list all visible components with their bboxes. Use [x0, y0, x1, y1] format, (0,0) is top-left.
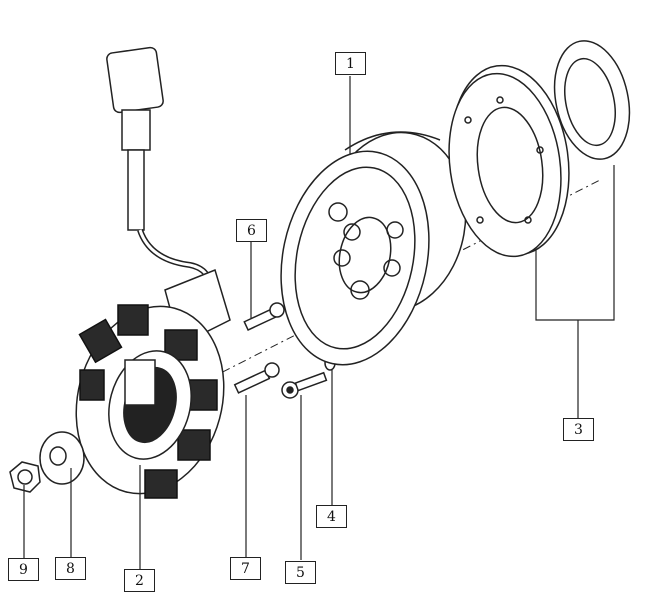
bolt-7-part: [233, 362, 280, 394]
callout-8: 8: [55, 557, 86, 580]
bolt-6-part: [243, 302, 285, 331]
nut-hole: [17, 469, 33, 485]
callout-9: 9: [8, 558, 39, 581]
flywheel-part: [280, 131, 467, 366]
callout-1: 1: [335, 52, 366, 75]
washer-8-hole: [49, 446, 67, 466]
callout-5: 5: [285, 561, 316, 584]
washer-8-part: [39, 431, 85, 485]
wire-harness: [106, 46, 231, 347]
leader-lines: [23, 76, 615, 569]
callout-7: 7: [230, 557, 261, 580]
callout-6: 6: [236, 219, 267, 242]
callout-4: 4: [316, 505, 347, 528]
bolt-5-part: [281, 371, 328, 399]
nut-part: [9, 461, 41, 493]
starter-clutch-part: [448, 40, 631, 258]
callout-3: 3: [563, 418, 594, 441]
stator-part: [75, 304, 225, 499]
callout-2: 2: [124, 569, 155, 592]
